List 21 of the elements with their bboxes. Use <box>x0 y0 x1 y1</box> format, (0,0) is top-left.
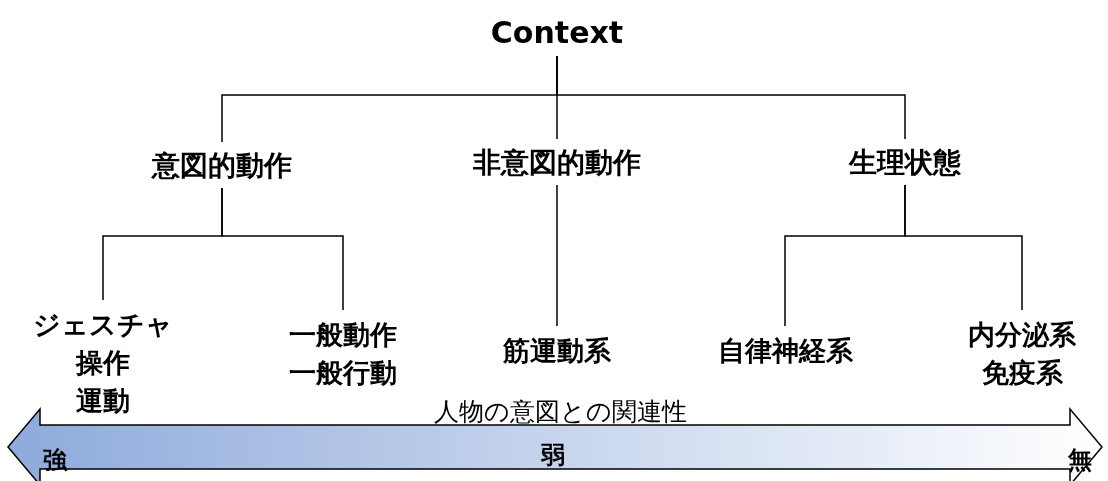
item-label: 一般動作 <box>289 318 397 352</box>
item-label: 筋運動系 <box>503 334 611 368</box>
scale-label: 強 <box>43 447 67 473</box>
item-label: 一般行動 <box>289 356 397 390</box>
tree-connector <box>556 184 558 327</box>
scale-label: 弱 <box>541 442 565 468</box>
tree-connector <box>221 187 344 311</box>
item-label: 免疫系 <box>980 356 1064 390</box>
scale-label: 無 <box>1068 447 1092 473</box>
tree-connector <box>556 55 906 140</box>
item-label: 操作 <box>74 346 131 380</box>
item-label: 自律神経系 <box>717 334 853 368</box>
item-label: 内分泌系 <box>968 318 1076 352</box>
category-label: 意図的動作 <box>152 148 292 184</box>
root-label: Context <box>490 14 624 52</box>
category-label: 非意図的動作 <box>473 145 641 181</box>
item-label: ジェスチャ <box>33 308 173 342</box>
item-label: 運動 <box>75 384 131 418</box>
scale-caption: 人物の意図との関連性 <box>433 398 687 426</box>
category-label: 生理状態 <box>849 145 961 181</box>
tree-connector <box>904 184 1023 311</box>
